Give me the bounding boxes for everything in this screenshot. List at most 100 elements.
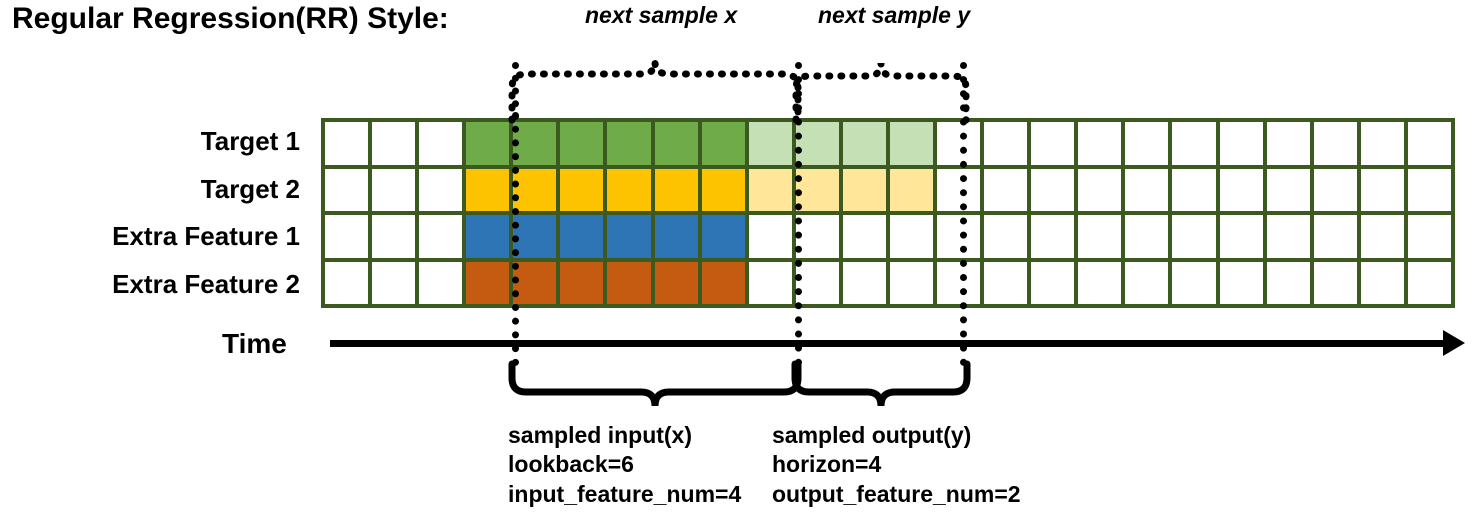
grid-cell-r3-c20 (1219, 215, 1263, 258)
grid-cell-r4-c21 (1266, 261, 1310, 304)
caption-sampled-output-line-1: sampled output(y) (772, 422, 972, 448)
grid-cell-r1-c1 (325, 122, 369, 165)
grid-cell-r2-c17 (1078, 168, 1122, 211)
grid-cell-r3-c19 (1172, 215, 1216, 258)
guide-line-input-end (795, 62, 802, 366)
grid-cell-r1-c7 (607, 122, 651, 165)
grid-cell-r2-c21 (1266, 168, 1310, 211)
grid-cell-r2-c1 (325, 168, 369, 211)
grid-cell-r4-c22 (1313, 261, 1357, 304)
grid-cell-r4-c19 (1172, 261, 1216, 304)
grid-cell-r3-c10 (748, 215, 792, 258)
row-label-extra-feature-1: Extra Feature 1 (112, 221, 300, 252)
brace-next-sample-x (505, 58, 805, 124)
grid-cell-r3-c12 (842, 215, 886, 258)
grid-cell-r4-c15 (984, 261, 1028, 304)
grid-cell-r3-c15 (984, 215, 1028, 258)
grid-cell-r2-c19 (1172, 168, 1216, 211)
grid-cell-r4-c18 (1125, 261, 1169, 304)
grid-cell-r2-c8 (654, 168, 698, 211)
grid-cell-r2-c9 (701, 168, 745, 211)
grid-cell-r4-c17 (1078, 261, 1122, 304)
guide-line-input-start-top (512, 62, 519, 120)
page-title: Regular Regression(RR) Style: (12, 2, 449, 35)
grid-cell-r3-c13 (889, 215, 934, 258)
grid-cell-r4-c16 (1031, 261, 1075, 304)
time-axis-line (330, 340, 1458, 347)
grid-cell-r2-c7 (607, 168, 651, 211)
grid-cell-r1-c9 (701, 122, 745, 165)
grid-cell-r1-c12 (842, 122, 886, 165)
grid-cell-r3-c18 (1125, 215, 1169, 258)
grid-cell-r3-c17 (1078, 215, 1122, 258)
grid-cell-r4-c11 (795, 261, 839, 304)
row-label-column: Target 1 Target 2 Extra Feature 1 Extra … (0, 118, 312, 308)
grid-cell-r1-c14 (937, 122, 981, 165)
grid-cell-r1-c24 (1407, 122, 1451, 165)
grid-cell-r3-c4 (466, 215, 510, 258)
time-arrow-icon (1443, 330, 1465, 356)
grid-cell-r4-c9 (701, 261, 745, 304)
caption-sampled-output: sampled output(y) horizon=4 output_featu… (772, 421, 1021, 509)
brace-sampled-output (788, 360, 974, 414)
grid-cell-r3-c21 (1266, 215, 1310, 258)
grid-cell-r1-c23 (1360, 122, 1404, 165)
grid-cell-r1-c2 (372, 122, 416, 165)
grid-cell-r3-c24 (1407, 215, 1451, 258)
grid-cell-r1-c8 (654, 122, 698, 165)
grid-cell-r2-c18 (1125, 168, 1169, 211)
label-next-sample-y: next sample y (818, 2, 971, 28)
grid-cell-r3-c11 (795, 215, 839, 258)
grid-cell-r3-c22 (1313, 215, 1357, 258)
grid-cell-r2-c20 (1219, 168, 1263, 211)
grid-cell-r2-c15 (984, 168, 1028, 211)
grid-cell-r3-c3 (419, 215, 463, 258)
caption-sampled-input-line-2: lookback=6 (508, 451, 634, 478)
grid-cell-r4-c12 (842, 261, 886, 304)
grid-cell-r2-c22 (1313, 168, 1357, 211)
grid-cell-r2-c24 (1407, 168, 1451, 211)
grid-cell-r3-c6 (560, 215, 604, 258)
grid-cell-r4-c1 (325, 261, 369, 304)
grid-cell-r4-c20 (1219, 261, 1263, 304)
grid-cell-r1-c13 (889, 122, 934, 165)
grid-cell-r1-c21 (1266, 122, 1310, 165)
grid-cell-r1-c16 (1031, 122, 1075, 165)
grid-cell-r2-c6 (560, 168, 604, 211)
grid-cell-r3-c23 (1360, 215, 1404, 258)
grid-cell-r2-c11 (795, 168, 839, 211)
timeline-grid (321, 118, 1455, 308)
caption-sampled-input-line-3: input_feature_num=4 (508, 480, 742, 507)
grid-cell-r2-c23 (1360, 168, 1404, 211)
grid-cell-r2-c14 (937, 168, 981, 211)
grid-cell-r2-c12 (842, 168, 886, 211)
brace-next-sample-y (790, 58, 972, 124)
grid-cell-r2-c2 (372, 168, 416, 211)
row-label-target-2: Target 2 (200, 173, 300, 204)
grid-cell-r2-c13 (889, 168, 934, 211)
grid-cell-r1-c5 (513, 122, 557, 165)
grid-cell-r4-c2 (372, 261, 416, 304)
grid-cell-r4-c8 (654, 261, 698, 304)
grid-cell-r1-c3 (419, 122, 463, 165)
grid-cell-r4-c4 (466, 261, 510, 304)
grid-cell-r1-c6 (560, 122, 604, 165)
caption-sampled-input: sampled input(x) lookback=6 input_featur… (508, 421, 741, 509)
grid-cell-r4-c7 (607, 261, 651, 304)
row-label-extra-feature-2: Extra Feature 2 (112, 268, 300, 299)
grid-cell-r3-c9 (701, 215, 745, 258)
caption-sampled-output-line-2: horizon=4 (772, 451, 882, 478)
grid-cell-r3-c16 (1031, 215, 1075, 258)
label-next-sample-x: next sample x (585, 2, 738, 28)
grid-cell-r1-c11 (795, 122, 839, 165)
grid-cell-r4-c13 (889, 261, 934, 304)
grid-cell-r1-c10 (748, 122, 792, 165)
grid-cell-r3-c5 (513, 215, 557, 258)
time-axis-label: Time (222, 328, 287, 359)
grid-cell-r1-c17 (1078, 122, 1122, 165)
grid-cell-r1-c22 (1313, 122, 1357, 165)
grid-cell-r1-c18 (1125, 122, 1169, 165)
grid-cell-r3-c1 (325, 215, 369, 258)
grid-cell-r4-c5 (513, 261, 557, 304)
